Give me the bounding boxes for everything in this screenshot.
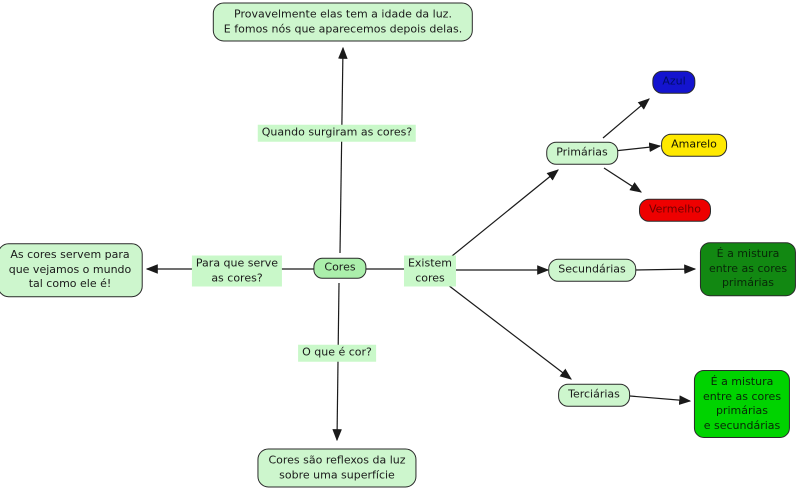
node-secundarias[interactable]: Secundárias (548, 258, 636, 282)
node-left-statement[interactable]: As cores servem para que vejamos o mundo… (0, 243, 143, 297)
node-azul[interactable]: Azul (652, 70, 696, 94)
link-label-o-que-e-cor[interactable]: O que é cor? (298, 344, 376, 362)
node-amarelo[interactable]: Amarelo (661, 133, 727, 157)
link-label-quando-surgiram[interactable]: Quando surgiram as cores? (257, 124, 417, 142)
arrow-primarias-to-vermelho (603, 167, 643, 193)
node-terciarias-description[interactable]: É a mistura entre as cores primárias e s… (693, 369, 791, 439)
node-secundarias-description[interactable]: É a mistura entre as cores primárias (699, 242, 797, 296)
arrow-primarias-to-amarelo (613, 142, 662, 152)
arrow-primarias-to-azul (602, 98, 650, 139)
arrow-secundarias-to-desc (634, 264, 697, 274)
link-label-para-que-serve[interactable]: Para que serve as cores? (191, 255, 283, 287)
link-label-existem-cores[interactable]: Existem cores (403, 255, 457, 287)
arrow-cores-to-top-statement (338, 46, 348, 254)
node-bottom-statement[interactable]: Cores são reflexos da luz sobre uma supe… (257, 448, 417, 488)
node-terciarias[interactable]: Terciárias (558, 383, 630, 407)
arrow-existem-to-primarias (451, 169, 559, 257)
node-cores[interactable]: Cores (313, 257, 367, 279)
arrow-cores-to-bottom-statement (332, 282, 342, 442)
arrow-terciarias-to-desc (629, 395, 692, 405)
node-top-statement[interactable]: Provavelmente elas tem a idade da luz. E… (212, 2, 474, 42)
node-primarias[interactable]: Primárias (546, 141, 618, 165)
node-vermelho[interactable]: Vermelho (638, 198, 712, 222)
arrow-existem-to-terciarias (447, 284, 572, 380)
